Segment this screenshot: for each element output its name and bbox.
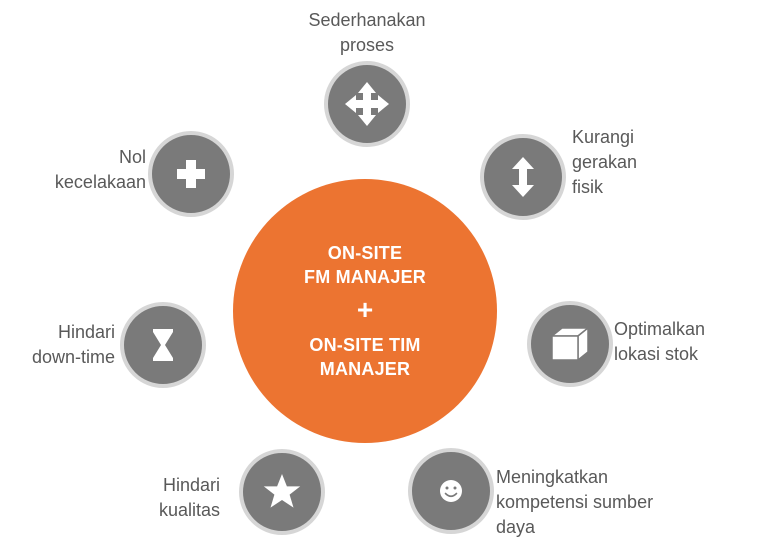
label-line: fisik — [572, 177, 603, 197]
label-sederhanakan-proses: Sederhanakan proses — [280, 8, 454, 58]
smiley-icon — [440, 480, 462, 502]
plus-icon — [177, 160, 205, 188]
label-hindari-kualitas: Hindari kualitas — [120, 473, 220, 523]
node-kurangi-gerakan-fisik — [480, 134, 566, 220]
label-hindari-down-time: Hindari down-time — [0, 320, 115, 370]
star-icon — [263, 474, 301, 508]
label-line: Hindari — [162, 475, 220, 495]
label-line: Meningkatkan — [496, 467, 609, 487]
label-line: lokasi stok — [614, 344, 699, 364]
label-line: Hindari — [57, 322, 115, 342]
label-line: Nol — [118, 147, 146, 167]
center-circle: ON-SITE FM MANAJER + ON-SITE TIM MANAJER — [233, 179, 497, 443]
node-optimalkan-lokasi-stok — [527, 301, 613, 387]
vertical-arrow-icon — [512, 157, 534, 197]
center-plus: + — [356, 294, 374, 325]
move-arrows-icon — [345, 82, 389, 126]
label-nol-kecelakaan: Nol kecelakaan — [20, 145, 146, 195]
label-line: daya — [496, 517, 536, 537]
center-line-1: ON-SITE — [327, 243, 403, 263]
label-line: kompetensi sumber — [496, 492, 654, 512]
node-hindari-kualitas — [239, 449, 325, 535]
center-line-4: MANAJER — [319, 359, 411, 379]
label-line: Sederhanakan — [308, 10, 426, 30]
label-line: down-time — [31, 347, 115, 367]
label-kurangi-gerakan-fisik: Kurangi gerakan fisik — [572, 125, 637, 200]
label-line: Optimalkan — [614, 319, 706, 339]
node-meningkatkan-kompetensi — [408, 448, 494, 534]
node-sederhanakan-proses — [324, 61, 410, 147]
label-line: proses — [339, 35, 395, 55]
label-line: Kurangi — [572, 127, 635, 147]
node-hindari-down-time — [120, 302, 206, 388]
box-icon — [551, 327, 589, 361]
center-line-2: FM MANAJER — [304, 267, 426, 287]
center-line-3: ON-SITE TIM — [309, 335, 421, 355]
label-line: gerakan — [572, 152, 638, 172]
label-meningkatkan-kompetensi: Meningkatkan kompetensi sumber daya — [496, 465, 653, 540]
label-optimalkan-lokasi-stok: Optimalkan lokasi stok — [614, 317, 705, 367]
label-line: kualitas — [158, 500, 220, 520]
node-nol-kecelakaan — [148, 131, 234, 217]
hourglass-icon — [153, 329, 173, 361]
label-line: kecelakaan — [54, 172, 146, 192]
